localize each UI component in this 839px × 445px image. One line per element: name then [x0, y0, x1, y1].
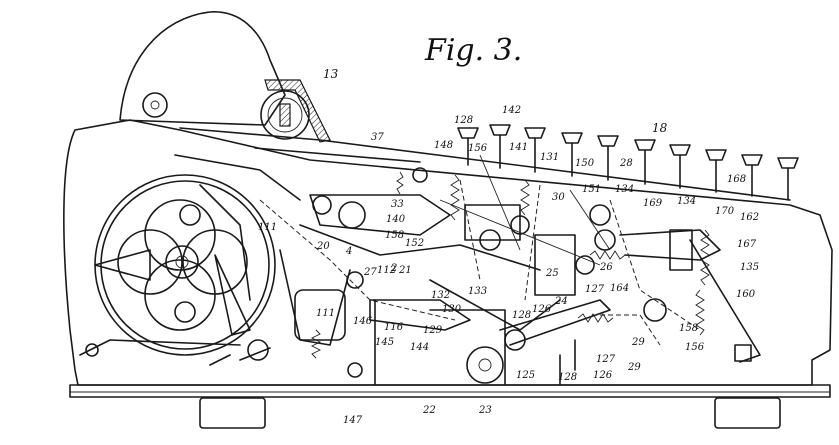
reference-numeral: 131 [540, 152, 559, 163]
reference-numeral: 142 [502, 105, 521, 116]
reference-numeral: 169 [643, 198, 663, 209]
reference-numeral: 111 [258, 222, 277, 233]
reference-numeral: 156 [468, 143, 488, 154]
reference-numeral: 29 [631, 337, 645, 348]
reference-numeral: 141 [509, 142, 528, 153]
reference-numeral: 146 [353, 316, 373, 327]
reference-numeral: 128 [454, 115, 473, 126]
reference-numeral: 156 [685, 342, 705, 353]
reference-numeral: 20 [316, 241, 330, 252]
reference-numeral: 30 [552, 192, 565, 203]
reference-numeral: 132 [431, 290, 450, 301]
reference-numeral: 164 [610, 283, 629, 294]
reference-numeral: 2 [390, 263, 397, 274]
springs [310, 171, 710, 359]
reference-numeral: 37 [371, 132, 384, 143]
reference-numeral: 130 [442, 304, 462, 315]
reference-numeral: 158 [679, 323, 698, 334]
machine-housing [63, 11, 833, 429]
reference-numeral: 22 [422, 405, 436, 416]
reference-numeral: 116 [384, 322, 404, 333]
reference-numeral: 133 [468, 286, 487, 297]
reference-numeral: 13 [323, 67, 339, 81]
reference-numeral: 160 [736, 289, 756, 300]
reference-numeral: 134 [677, 196, 696, 207]
reference-numeral: 128 [512, 310, 531, 321]
reference-numeral: 129 [423, 325, 443, 336]
reference-numeral: 168 [727, 174, 746, 185]
reference-numeral: 150 [575, 158, 595, 169]
reference-numeral: 25 [545, 268, 559, 279]
keyboard-keys [179, 124, 799, 201]
reference-numeral: 147 [343, 415, 363, 426]
reference-numeral: 24 [554, 296, 568, 307]
reference-numeral: 145 [375, 337, 394, 348]
reference-numeral: 134 [615, 184, 634, 195]
reference-numeral: 151 [582, 184, 601, 195]
reference-numeral: 126 [532, 304, 552, 315]
reference-numeral: 27 [363, 267, 377, 278]
reference-numeral: 148 [434, 140, 453, 151]
reference-numeral: 162 [740, 212, 759, 223]
reference-numeral: 29 [627, 362, 641, 373]
reference-numeral: 128 [558, 372, 577, 383]
reference-numeral: 140 [386, 214, 406, 225]
reference-numeral: 21 [398, 265, 412, 276]
reference-numeral: 26 [599, 262, 613, 273]
figure-title: Fig. 3. [424, 33, 522, 68]
reference-numeral: 127 [585, 284, 605, 295]
reference-numeral: 33 [391, 199, 404, 210]
reference-numeral: 126 [593, 370, 613, 381]
reference-numeral: 23 [478, 405, 492, 416]
counter-wheel [94, 174, 276, 356]
reference-numeral: 135 [740, 262, 759, 273]
reference-numeral: 125 [516, 370, 535, 381]
reference-numeral: 158 [385, 230, 404, 241]
reference-numeral: 28 [619, 158, 633, 169]
reference-numerals: 13 18 37 142 128 148 156 141 131 150 28 … [258, 67, 759, 426]
top-gear [260, 79, 331, 143]
reference-numeral: 127 [596, 354, 616, 365]
reference-numeral: 144 [410, 342, 429, 353]
reference-numeral: 18 [652, 121, 668, 135]
linkage [79, 154, 761, 386]
reference-numeral: 152 [405, 238, 424, 249]
reference-numeral: 167 [737, 239, 757, 250]
reference-numeral: 111 [316, 308, 335, 319]
reference-numeral: 112 [377, 265, 396, 276]
reference-numeral: 170 [715, 206, 735, 217]
reference-numeral: 4 [345, 246, 352, 257]
